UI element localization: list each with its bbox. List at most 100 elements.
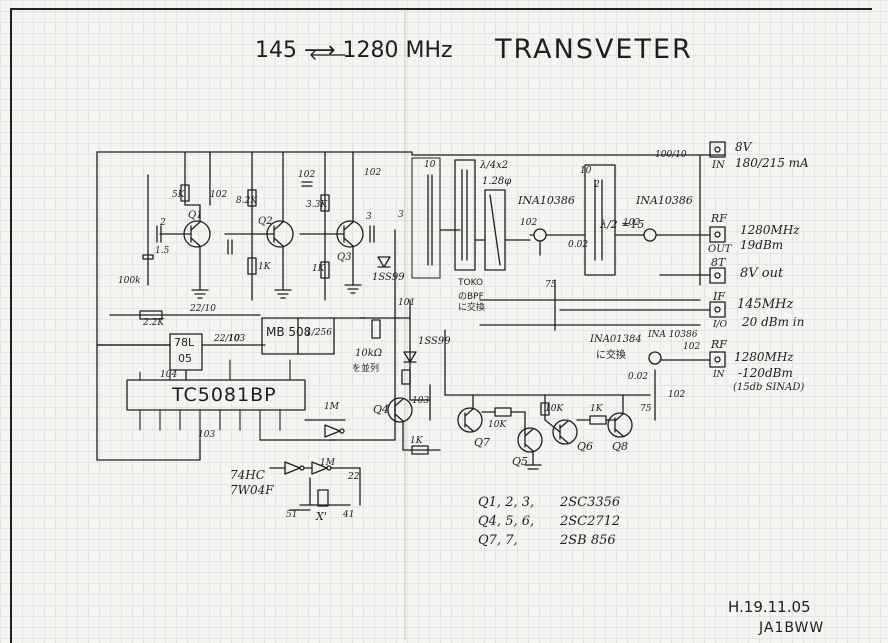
amp2-label: INA10386 xyxy=(636,194,693,207)
transistor-q7 xyxy=(457,407,483,433)
r9-value: 1K xyxy=(410,436,423,446)
r26-value: 102 xyxy=(520,218,538,228)
crystal-x xyxy=(317,489,329,507)
regulator-bottom: 05 xyxy=(178,352,192,365)
footer-author: JA1BWW xyxy=(759,620,825,636)
regulator-top: 78L xyxy=(174,336,195,349)
port-8t-label: 8T xyxy=(711,256,726,269)
r27-value: 102 xyxy=(623,218,641,228)
port-8v-value: 180/215 mA xyxy=(735,156,809,170)
inverter-3 xyxy=(324,424,341,438)
r24-value: 10 xyxy=(580,166,592,176)
parts-row-1-refs: Q1, 2, 3, xyxy=(478,495,535,510)
q3-label: Q3 xyxy=(337,252,352,263)
bpf-line3: に交換 xyxy=(458,303,486,313)
port-rf-in-freq: 1280MHz xyxy=(734,350,794,364)
port-8t-value: 8V out xyxy=(740,266,784,281)
prescaler-ic-label: MB 508 xyxy=(266,325,312,339)
pll-tc5081bp xyxy=(126,379,306,411)
amp-ina10386-1 xyxy=(529,228,571,256)
r28-value: 75 xyxy=(545,280,557,290)
q5-label: Q5 xyxy=(512,455,529,468)
r29-value: 75 xyxy=(640,404,652,414)
c2-value: 1.5 xyxy=(155,246,170,256)
stripline-label1: λ/4x2 xyxy=(480,160,509,171)
amp3-note: に交換 xyxy=(596,350,626,361)
r4-value: 1K xyxy=(258,262,271,272)
diode-1ss99-b xyxy=(403,351,417,363)
r3-value: 3.3K xyxy=(306,200,328,210)
q7-label: Q7 xyxy=(474,436,491,449)
q6-label: Q6 xyxy=(577,440,594,453)
r22-value: 100/10 xyxy=(655,150,687,160)
r8-value: 1K xyxy=(590,404,603,414)
c1-value: 2 xyxy=(160,218,166,228)
r19-value: 22 xyxy=(348,472,360,482)
r18-value: 1M xyxy=(320,458,335,468)
q4-label: Q4 xyxy=(373,403,390,416)
r13-value: 2.2K xyxy=(143,318,165,328)
inverter-1 xyxy=(284,461,301,475)
r16-value: 103 xyxy=(198,430,216,440)
r12-value: 22/10 xyxy=(214,334,240,344)
transistor-q2 xyxy=(257,220,294,248)
port-rf-in-label: RF xyxy=(711,338,727,351)
r31-value: 0.02 xyxy=(628,372,649,382)
transistor-q8 xyxy=(607,412,633,438)
port-rf-in-dir: IN xyxy=(713,370,725,380)
amp-ina01384 xyxy=(648,351,662,365)
port-rf-out-freq: 1280MHz xyxy=(740,223,800,237)
parts-row-1-part: 2SC3356 xyxy=(560,495,621,510)
r7-value: 10K xyxy=(545,404,564,414)
r23-value: 10 xyxy=(424,160,436,170)
logic-ic-line1: 74HC xyxy=(230,468,265,482)
c4-value: 102 xyxy=(298,170,316,180)
transistor-q1 xyxy=(175,220,211,248)
sheet-border xyxy=(10,8,872,643)
r15-value: 103 xyxy=(228,334,246,344)
r17-value: 1M xyxy=(324,402,339,412)
top-rail xyxy=(96,151,726,156)
port-rf-out-level: 19dBm xyxy=(740,238,784,252)
pll-ic-label: TC5081BP xyxy=(172,384,277,406)
r34-value: 2 xyxy=(594,180,600,190)
c6-value: 3 xyxy=(366,212,372,222)
r10k-note: を並列 xyxy=(352,364,380,374)
stripline-label2: 1.28φ xyxy=(482,176,512,187)
port-8v-dir: IN xyxy=(712,160,725,171)
q8-label: Q8 xyxy=(612,440,629,453)
r25-value: 0.02 xyxy=(568,240,589,250)
port-rf-in-note: (15db SINAD) xyxy=(733,382,805,393)
left-rail xyxy=(96,151,126,461)
bpf-line2: のBPF xyxy=(458,292,484,302)
stripline-l4 xyxy=(484,189,506,271)
port-rf-in-level: -120dBm xyxy=(738,366,793,380)
diode2-label: 1SS99 xyxy=(418,336,451,347)
parts-row-3-refs: Q7, 7, xyxy=(478,533,518,548)
r6-value: 10K xyxy=(488,420,507,430)
r20-value: 51 xyxy=(286,510,298,520)
transistor-q4 xyxy=(387,397,413,423)
bpf-line1: TOKO xyxy=(458,278,484,288)
port-8v-label: 8V xyxy=(735,140,752,154)
r11-value: 22/10 xyxy=(190,304,216,314)
r33-value: 103 xyxy=(412,396,430,406)
r14-value: 104 xyxy=(160,370,178,380)
parts-row-2-part: 2SC2712 xyxy=(560,514,621,529)
port-if-label: IF xyxy=(713,290,725,303)
r1-value: 5K xyxy=(172,190,185,200)
amp3-old: INA 10386 xyxy=(648,330,698,340)
logic-ic-line2: 7W04F xyxy=(230,483,274,497)
parts-row-3-part: 2SB 856 xyxy=(560,533,616,548)
c3-value: 102 xyxy=(210,190,228,200)
c5-value: 102 xyxy=(364,168,382,178)
port-rf-out-label: RF xyxy=(711,212,727,225)
parts-row-2-refs: Q4, 5, 6, xyxy=(478,514,535,529)
r10k-label: 10kΩ xyxy=(355,348,383,359)
r30-value: 102 xyxy=(683,342,701,352)
q1-label: Q1 xyxy=(188,210,203,221)
title-word: TRANSVETER xyxy=(495,34,693,65)
stripline-l2 xyxy=(584,164,616,276)
